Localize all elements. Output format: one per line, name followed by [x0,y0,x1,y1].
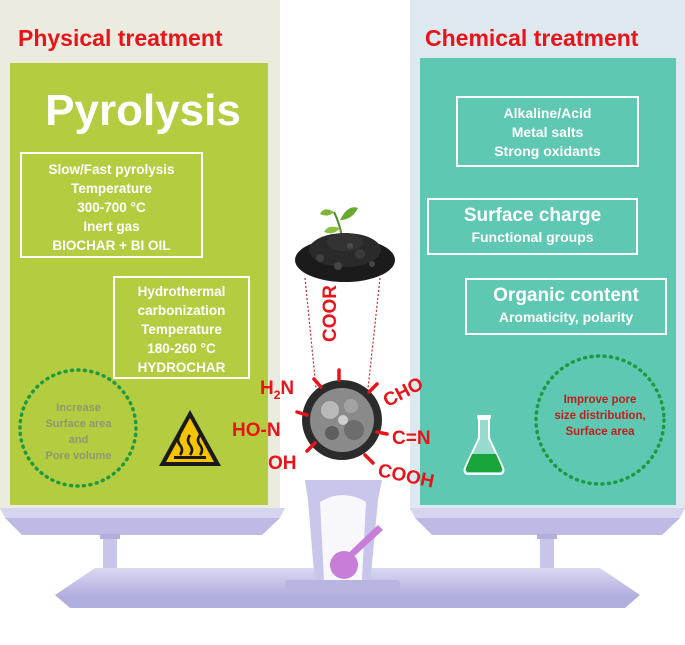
pyrolysis-heading: Pyrolysis [45,86,241,135]
chemical-panel [420,58,676,505]
porous-particle-icon [302,380,382,460]
h2n-label: H2N [260,378,294,402]
chemical-agents-box: Alkaline/Acid Metal salts Strong oxidant… [456,96,639,167]
physical-treatment-title: Physical treatment [18,25,223,51]
pyrolysis-conditions-box: Slow/Fast pyrolysis Temperature 300-700 … [20,152,203,258]
box-line: Inert gas [83,219,140,234]
organic-content-box: Organic content Aromaticity, polarity [465,278,667,335]
oh-label: OH [268,453,297,474]
balance-scale [0,480,685,608]
box-line: Hydrothermal [137,284,226,299]
box-line: Slow/Fast pyrolysis [48,162,175,177]
left-dotted-circle [18,368,138,488]
h2n-n: N [280,378,295,399]
seedling-icon [320,209,334,216]
box-line: 300-700 °C [77,200,146,215]
circle-line: size distribution, [554,410,646,422]
chemical-treatment-title: Chemical treatment [425,25,639,51]
surface-charge-title: Surface charge [463,205,602,226]
box-line: carbonization [137,303,226,318]
hon-label: HO-N [232,420,281,441]
right-dotted-circle [534,354,666,486]
circle-line: Pore volume [45,450,112,462]
improve-pore-text: Improve pore size distribution, Surface … [543,392,657,440]
box-line: Temperature [71,181,152,196]
h2n-h: H [260,378,274,399]
circle-line: Surface area [45,418,112,430]
aromaticity-text: Aromaticity, polarity [498,309,634,325]
coor-label: COOR [320,285,341,342]
circle-line: Improve pore [563,394,637,406]
box-line: Temperature [141,322,222,337]
box-line: HYDROCHAR [137,360,226,375]
circle-line: Increase [56,402,101,414]
porous-particle-group [295,277,389,465]
functional-groups-text: Functional groups [471,229,594,245]
cn-label: C=N [392,428,431,449]
box-line: Metal salts [511,124,584,140]
box-line: Alkaline/Acid [503,105,592,121]
hot-surface-warning-icon [159,410,221,466]
erlenmeyer-flask-icon [463,415,505,475]
h2n-subscript: 2 [273,387,281,402]
biochar-pile-icon [295,207,395,282]
box-line: 180-260 °C [147,341,216,356]
organic-content-title: Organic content [493,285,639,306]
circle-line: Surface area [565,426,635,438]
hydrothermal-box: Hydrothermal carbonization Temperature 1… [113,276,250,379]
box-line: Strong oxidants [494,143,601,159]
increase-surface-text: Increase Surface area and Pore volume [26,400,131,464]
circle-line: and [68,434,89,446]
physical-panel [10,63,268,505]
box-line: BIOCHAR + BI OIL [52,238,171,253]
surface-charge-box: Surface charge Functional groups [427,198,638,255]
